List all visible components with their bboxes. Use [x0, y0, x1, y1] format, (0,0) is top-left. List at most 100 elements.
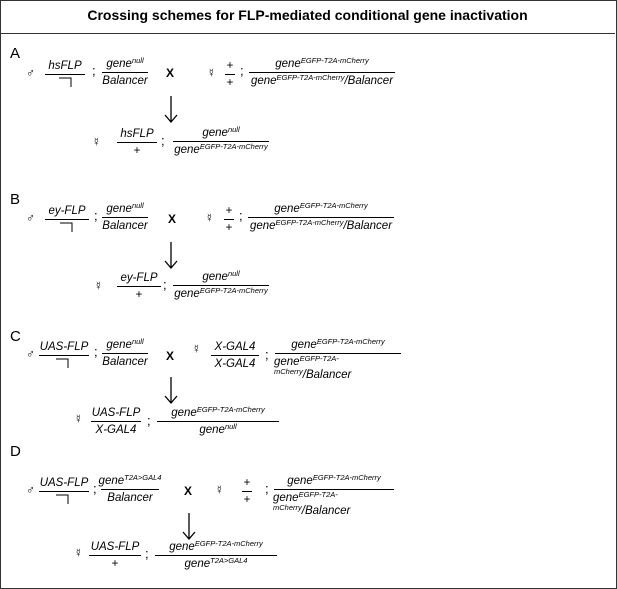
fraction-bar [39, 355, 89, 356]
fraction-bar [102, 353, 148, 354]
allele-reporter: EGFP-T2A-mCherry [316, 337, 385, 346]
balancer: Balancer [102, 75, 148, 87]
separator: ; [265, 347, 269, 362]
flp-allele: hsFLP [48, 60, 82, 72]
allele-null: null [131, 201, 144, 210]
cross-symbol: X [166, 349, 175, 363]
allele-reporter: EGFP-T2A-mCherry [276, 73, 345, 82]
autosome-genotype: geneEGFP-T2A-mCherry geneEGFP-T2A-mCherr… [248, 56, 396, 88]
separator: ; [240, 63, 244, 78]
fraction-bar [157, 421, 279, 422]
separator: ; [163, 277, 167, 292]
fraction-bar [225, 74, 235, 75]
separator: ; [147, 413, 151, 428]
x-chromosome-genotype: hsFLP [45, 60, 85, 87]
gene-name: gene [199, 424, 225, 436]
allele-reporter: EGFP-T2A-mCherry [194, 539, 263, 548]
allele-reporter: EGFP-T2A-mCherry [300, 56, 369, 65]
x-chromosome-genotype: UAS-FLP [38, 477, 90, 504]
gal4-driver: X-GAL4 [95, 424, 137, 436]
autosome-genotype: genenull Balancer [102, 337, 148, 369]
allele-reporter: EGFP-T2A-mCherry [299, 201, 368, 210]
y-chromosome-hook-icon [59, 77, 72, 87]
female-symbol: ☿ [74, 412, 83, 426]
autosome-genotype: geneEGFP-T2A-mCherry geneEGFP-T2A-mCherr… [247, 201, 395, 233]
fraction-bar [224, 219, 234, 220]
gene-name: gene [291, 339, 317, 351]
flp-allele: ey-FLP [120, 272, 158, 284]
allele-reporter: EGFP-T2A-mCherry [199, 286, 268, 295]
figure-title: Crossing schemes for FLP-mediated condit… [87, 7, 528, 23]
wildtype: + [243, 477, 251, 489]
fraction-bar [101, 489, 159, 490]
gene-name: gene [202, 271, 228, 283]
separator: ; [145, 546, 149, 561]
down-arrow-icon [182, 513, 196, 540]
gene-name: gene [98, 475, 125, 487]
gene-name: gene [249, 220, 276, 232]
flp-allele: UAS-FLP [39, 477, 89, 489]
y-chromosome-hook-icon [60, 222, 73, 232]
balancer: /Balancer [302, 369, 352, 381]
balancer: /Balancer [343, 220, 393, 232]
fraction-bar [102, 217, 148, 218]
down-arrow-icon [164, 96, 178, 123]
fraction-bar [45, 74, 85, 75]
separator: ; [161, 133, 165, 148]
x-chromosome-genotype: + + [224, 60, 236, 90]
panel-label-d: D [10, 443, 21, 460]
x-chromosome-genotype: + + [223, 205, 235, 235]
fraction-bar [173, 141, 269, 142]
panel-label-b: B [10, 191, 21, 208]
cross-symbol: X [166, 66, 175, 80]
gene-name: gene [274, 356, 300, 368]
allele-null: null [224, 422, 237, 431]
flp-allele: ey-FLP [48, 205, 86, 217]
gene-name: gene [174, 144, 200, 156]
x-chromosome-genotype: UAS-FLP + [88, 541, 142, 571]
female-symbol: ☿ [207, 66, 216, 80]
separator: ; [265, 481, 269, 496]
x-chromosome-genotype: ey-FLP [44, 205, 90, 232]
female-symbol: ☿ [192, 342, 201, 356]
fraction-bar [248, 217, 394, 218]
female-symbol: ☿ [92, 135, 101, 149]
balancer: Balancer [107, 492, 153, 504]
panel-label-a: A [10, 45, 21, 62]
x-chromosome-genotype: UAS-FLP [38, 341, 90, 368]
gene-name: gene [106, 339, 132, 351]
y-chromosome-hook-icon [56, 494, 69, 504]
gal4-driver: X-GAL4 [214, 341, 256, 353]
fraction-bar [211, 355, 259, 356]
male-symbol: ♂ [26, 347, 35, 361]
y-chromosome-hook-icon [56, 358, 69, 368]
gal4-driver: X-GAL4 [214, 358, 256, 370]
fraction-bar [274, 489, 394, 490]
down-arrow-icon [164, 242, 178, 269]
allele-t2a-gal4: T2A>GAL4 [210, 556, 248, 565]
autosome-genotype: genenull geneEGFP-T2A-mCherry [172, 126, 270, 157]
allele-null: null [131, 337, 144, 346]
wildtype: + [225, 205, 233, 217]
autosome-genotype: geneEGFP-T2A-mCherry genenull [156, 405, 280, 437]
gene-name: gene [202, 127, 228, 139]
allele-reporter: EGFP-T2A-mCherry [196, 405, 265, 414]
allele-reporter: EGFP-T2A-mCherry [275, 218, 344, 227]
autosome-genotype: geneEGFP-T2A-mCherry geneT2A>GAL4 [154, 539, 278, 571]
fraction-bar [39, 491, 89, 492]
x-chromosome-genotype: ey-FLP + [116, 272, 162, 302]
separator: ; [94, 208, 98, 223]
fraction-bar [173, 285, 269, 286]
x-chromosome-genotype: UAS-FLP X-GAL4 [90, 407, 142, 437]
fraction-bar [275, 353, 401, 354]
fraction-bar [155, 555, 277, 556]
autosome-genotype: genenull Balancer [102, 57, 148, 88]
x-chromosome-genotype: + + [241, 477, 253, 507]
autosome-genotype: geneEGFP-T2A-mCherry geneEGFP-T2A-mCherr… [273, 473, 395, 517]
balancer: Balancer [102, 220, 148, 232]
allele-reporter: EGFP-T2A-mCherry [312, 473, 381, 482]
flp-allele: UAS-FLP [90, 541, 140, 553]
autosome-genotype: genenull Balancer [102, 201, 148, 233]
x-chromosome-genotype: hsFLP + [116, 128, 158, 158]
female-symbol: ☿ [205, 211, 214, 225]
